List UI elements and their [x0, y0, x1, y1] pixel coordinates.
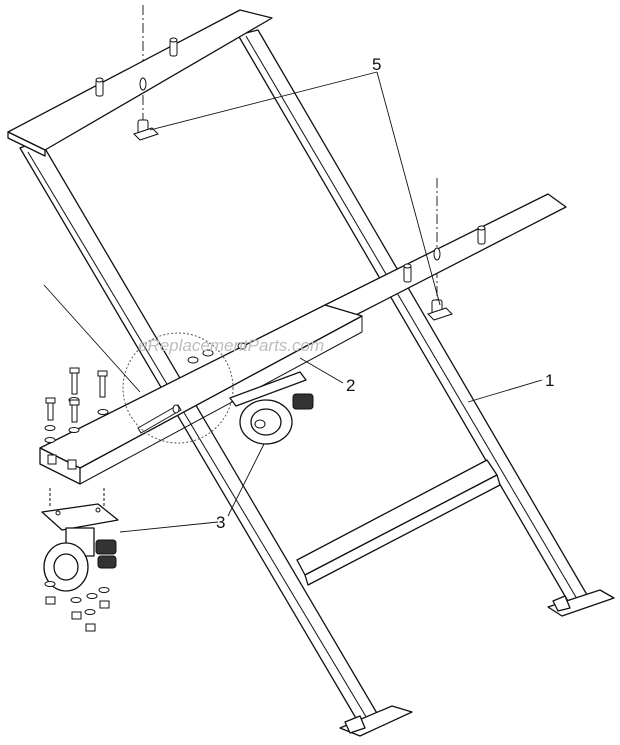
callout-leaders [119, 71, 543, 533]
t-bolt-left [133, 119, 159, 141]
top-rail-left [7, 9, 273, 157]
lower-rungs [296, 459, 501, 586]
foot-front [339, 705, 413, 737]
foot-right [547, 589, 615, 617]
callout-2: 2 [346, 376, 355, 395]
callout-1: 1 [545, 371, 554, 390]
exploded-hardware [44, 367, 182, 632]
callout-3: 3 [216, 513, 225, 532]
detail-circle [122, 332, 234, 444]
caster-exploded [41, 503, 119, 592]
caster-mounted [229, 371, 314, 445]
detail-lead-line [43, 284, 141, 393]
watermark-text: eReplacementParts.com [138, 336, 324, 355]
callout-5: 5 [372, 55, 381, 74]
cross-beam [39, 304, 363, 485]
t-bolt-right [427, 299, 453, 321]
